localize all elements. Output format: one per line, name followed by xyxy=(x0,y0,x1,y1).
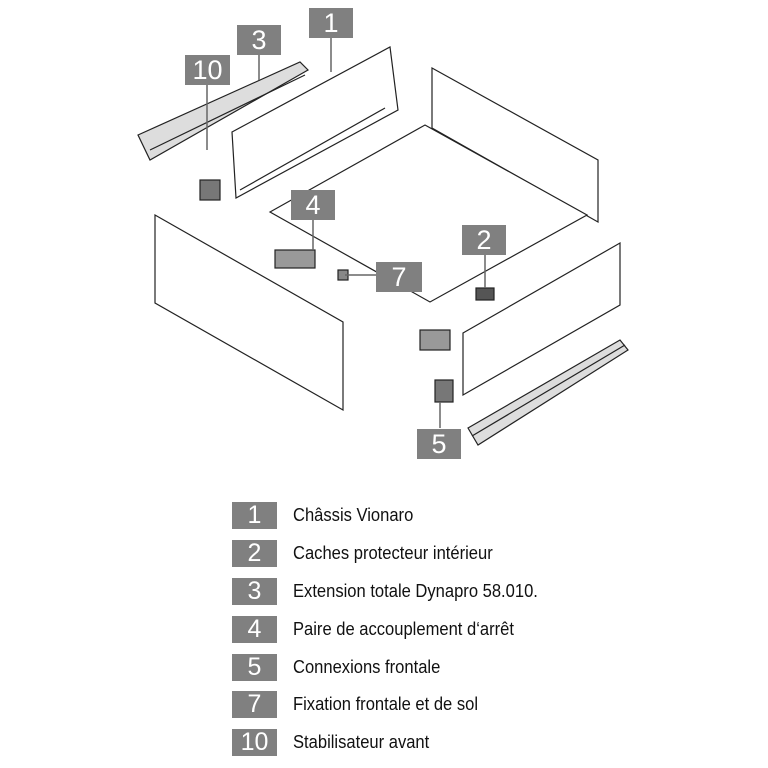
callout-10: 10 xyxy=(185,55,230,85)
callout-lines xyxy=(206,38,486,428)
legend-number: 5 xyxy=(232,653,277,681)
callout-1: 1 xyxy=(309,8,353,38)
right-runner-rail xyxy=(471,344,626,437)
legend-item: 1 Châssis Vionaro xyxy=(232,497,559,535)
coupling-right xyxy=(419,329,451,351)
right-runner xyxy=(467,339,629,446)
coupling-left xyxy=(274,249,316,269)
legend-item: 2 Caches protecteur intérieur xyxy=(232,535,559,573)
left-side-wall xyxy=(231,46,399,199)
stabilizer-bracket xyxy=(199,179,221,201)
left-runner-rail xyxy=(149,74,306,151)
legend-label: Paire de accouplement d‘arrêt xyxy=(293,618,514,639)
back-panel xyxy=(431,66,599,224)
parts-legend: 1 Châssis Vionaro 2 Caches protecteur inté… xyxy=(232,497,559,762)
legend-item: 10 Stabilisateur avant xyxy=(232,724,559,762)
legend-number: 7 xyxy=(232,691,277,719)
legend-number: 3 xyxy=(232,577,277,605)
legend-label: Extension totale Dynapro 58.010. xyxy=(293,580,538,601)
legend-label: Stabilisateur avant xyxy=(293,732,430,753)
legend-label: Caches protecteur intérieur xyxy=(293,543,493,564)
callout-4: 4 xyxy=(291,190,335,220)
callout-7: 7 xyxy=(376,262,422,292)
callout-5: 5 xyxy=(417,429,461,459)
legend-item: 5 Connexions frontale xyxy=(232,648,559,686)
front-panel xyxy=(154,213,344,412)
legend-label: Fixation frontale et de sol xyxy=(293,694,479,715)
protective-cap xyxy=(475,287,495,301)
left-wall-edge xyxy=(239,107,386,191)
legend-item: 4 Paire de accouplement d‘arrêt xyxy=(232,610,559,648)
legend-item: 3 Extension totale Dynapro 58.010. xyxy=(232,573,559,611)
legend-item: 7 Fixation frontale et de sol xyxy=(232,686,559,724)
legend-label: Châssis Vionaro xyxy=(293,505,414,526)
legend-number: 1 xyxy=(232,502,277,530)
callout-3: 3 xyxy=(237,25,281,55)
legend-label: Connexions frontale xyxy=(293,656,441,677)
callout-2: 2 xyxy=(462,225,506,255)
front-connector xyxy=(434,379,454,403)
legend-number: 2 xyxy=(232,540,277,568)
right-side-wall xyxy=(462,241,621,397)
legend-number: 4 xyxy=(232,615,277,643)
legend-number: 10 xyxy=(232,729,277,757)
